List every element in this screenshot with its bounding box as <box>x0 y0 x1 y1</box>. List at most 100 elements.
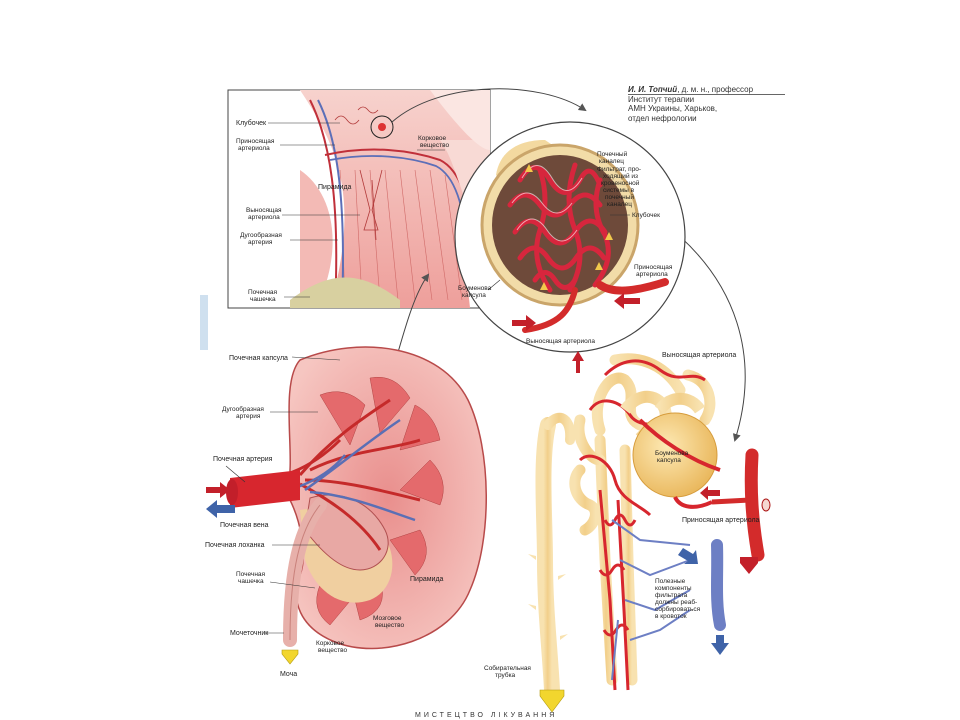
label-kidney-vein: Почечная вена <box>220 522 269 529</box>
kidney-labels: Почечная капсула Дугообразная артерия По… <box>205 355 444 678</box>
label-circle-filtrate: Фильтрат, про- <box>597 166 641 173</box>
afferent-flow-arrow <box>614 293 640 309</box>
inset-arcuate-artery <box>309 99 338 309</box>
svg-text:каналец: каналец <box>599 158 624 165</box>
inset-nephron-loops <box>334 106 383 241</box>
label-kidney-urine: Моча <box>280 671 297 678</box>
svg-text:вещество: вещество <box>318 647 347 654</box>
reabsorption-arrow <box>678 548 698 564</box>
label-kidney-medulla: Мозговое <box>373 615 402 622</box>
label-inset-afferent: Приносящая <box>236 138 275 145</box>
inset-pyramid-tissue <box>300 90 490 308</box>
afferent-arteriole-circle <box>596 278 669 295</box>
label-nephron-useful: Полезные <box>655 578 686 585</box>
efferent-flow-arrow <box>512 315 536 331</box>
svg-text:компоненты: компоненты <box>655 585 692 592</box>
label-circle-afferent: Приносящая <box>634 264 673 271</box>
filtrate-arrows <box>525 164 613 290</box>
svg-text:артериола: артериола <box>238 145 270 152</box>
vein-segment <box>711 539 726 631</box>
label-circle-bowman: Боуменова <box>458 285 492 292</box>
author-name: И. И. Топчий, д. м. н., профессор <box>628 85 754 94</box>
circle-labels: Почечный каналец Фильтрат, про- ходящий … <box>458 150 673 345</box>
kidney-cross-section: Почечная капсула Дугообразная артерия По… <box>205 346 487 678</box>
svg-text:вещество: вещество <box>420 142 449 149</box>
svg-text:должны реаб-: должны реаб- <box>655 598 697 606</box>
label-circle-tubule: Почечный <box>597 150 628 158</box>
nephron-labels: Выносящая артериола Боуменова капсула Пр… <box>484 352 760 679</box>
efferent-arteriole-circle <box>522 287 578 333</box>
renal-artery-trunk <box>230 470 300 508</box>
svg-text:системы в: системы в <box>603 187 635 194</box>
svg-text:вещество: вещество <box>375 622 404 629</box>
venous-flow-arrow <box>711 635 729 655</box>
label-inset-glomerulus: Клубочек <box>236 119 267 127</box>
svg-text:капсула: капсула <box>657 457 681 464</box>
afferent-arteriole-nephron <box>638 418 721 472</box>
arterial-flow-arrow <box>740 557 758 574</box>
label-inset-calyx: Почечная <box>248 289 278 296</box>
svg-text:кровеносной: кровеносной <box>601 179 640 187</box>
inset-arcuate-vein <box>317 99 344 309</box>
connector-arrow-inset-to-circle <box>391 88 587 123</box>
svg-text:в кровоток: в кровоток <box>655 613 687 620</box>
label-kidney-calyx: Почечная <box>236 571 266 578</box>
renal-artery-flow-arrow <box>206 482 230 498</box>
label-nephron-collecting: Собирательная <box>484 664 531 672</box>
label-kidney-capsule: Почечная капсула <box>229 355 288 362</box>
author-institute: Институт терапии <box>628 94 695 104</box>
svg-text:чашечка: чашечка <box>250 296 276 303</box>
inset-calyx <box>290 277 400 308</box>
label-inset-efferent: Выносящая <box>246 207 282 214</box>
svg-text:артериола: артериола <box>248 214 280 221</box>
svg-text:чашечка: чашечка <box>238 578 264 585</box>
svg-text:фильтрата: фильтрата <box>655 592 688 599</box>
label-circle-glomerulus: Клубочек <box>632 211 660 219</box>
author-department: отдел нефрологии <box>628 113 697 123</box>
afferent-inflow-arrow <box>700 486 720 500</box>
left-edge-strip <box>200 295 208 350</box>
glomerulus-detail-circle: Почечный каналец Фильтрат, про- ходящий … <box>454 121 686 353</box>
svg-text:артерия: артерия <box>248 239 273 246</box>
svg-text:капсула: капсула <box>462 292 486 299</box>
collecting-duct-branches <box>528 554 568 640</box>
label-nephron-efferent: Выносящая артериола <box>662 352 736 359</box>
author-credit: И. И. Топчий, д. м. н., профессор Инстит… <box>628 85 753 123</box>
collecting-duct <box>535 417 560 698</box>
svg-text:трубка: трубка <box>495 671 516 679</box>
svg-text:сорбироваться: сорбироваться <box>655 605 701 613</box>
svg-text:ходящий из: ходящий из <box>603 172 638 180</box>
label-kidney-pelvis: Почечная лоханка <box>205 542 265 549</box>
efferent-outflow-arrow <box>572 351 584 373</box>
author-academy: АМН Украины, Харьков, <box>628 104 718 113</box>
connector-arrow-circle-to-nephron <box>659 219 746 442</box>
nephron-illustration: Выносящая артериола Боуменова капсула Пр… <box>484 351 771 713</box>
label-inset-arcuate: Дугообразная <box>240 231 282 239</box>
capsule-space <box>492 155 628 295</box>
svg-text:почечный: почечный <box>605 193 634 201</box>
label-inset-cortex: Корковое <box>418 135 447 142</box>
label-kidney-ureter: Мочеточник <box>230 630 269 637</box>
svg-text:каналец: каналец <box>607 201 632 208</box>
renal-artery-branches <box>231 398 421 551</box>
label-nephron-afferent: Приносящая артериола <box>682 517 760 524</box>
label-nephron-bowman: Боуменова <box>655 450 689 457</box>
credit-divider <box>628 94 785 95</box>
urine-flow-arrow <box>281 649 299 665</box>
artery-segment <box>744 448 765 562</box>
journal-footer: МИСТЕЦТВО ЛІКУВАННЯ <box>415 712 558 719</box>
collecting-duct-arrow <box>539 689 565 713</box>
inset-zoom-circle <box>370 115 394 139</box>
label-kidney-artery: Почечная артерия <box>213 456 273 463</box>
svg-text:артерия: артерия <box>236 413 261 420</box>
svg-text:артериола: артериола <box>636 271 668 278</box>
glomerular-capillaries <box>507 162 611 293</box>
label-circle-efferent: Выносящая артериола <box>526 338 595 345</box>
venous-capillaries <box>611 519 691 681</box>
label-kidney-pyramid: Пирамида <box>410 576 444 583</box>
inset-labels: Клубочек Приносящая артериола Корковое в… <box>236 119 449 303</box>
label-kidney-arcuate: Дугообразная <box>222 405 264 413</box>
renal-vein-flow-arrow <box>206 500 235 518</box>
cortex-inset: Клубочек Приносящая артериола Корковое в… <box>227 89 491 309</box>
